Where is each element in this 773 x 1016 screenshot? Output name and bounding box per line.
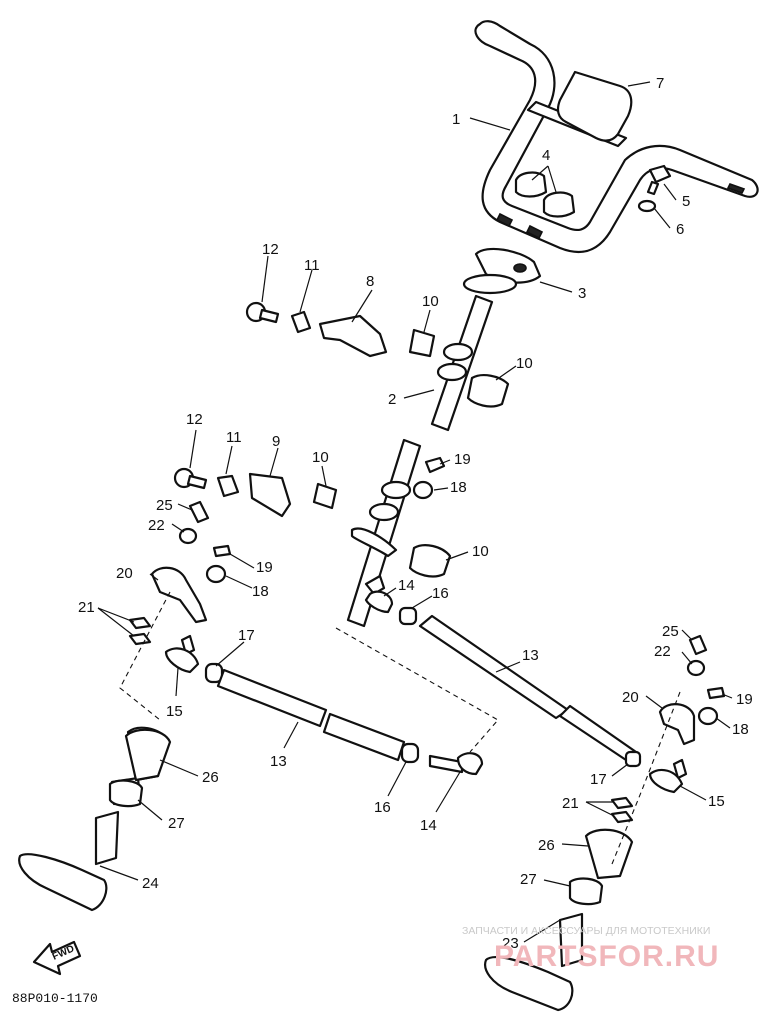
upper-bracket-3	[462, 247, 542, 295]
callout-22-b: 22	[654, 643, 671, 660]
watermark-logo: PARTSFOR.RU	[494, 940, 719, 973]
bushing-10-center	[408, 544, 452, 578]
callout-25-a: 25	[156, 497, 173, 514]
callout-10-d: 10	[312, 449, 329, 466]
leader-lines	[97, 81, 733, 943]
callout-20-a: 20	[116, 565, 133, 582]
nut-22-left	[178, 527, 198, 545]
bolt-25-right	[688, 634, 708, 656]
steering-column-lower	[346, 438, 422, 628]
steering-column-upper	[430, 294, 494, 432]
callout-12-b: 12	[186, 411, 203, 428]
holders	[514, 171, 576, 218]
pitman-arm-20-right	[658, 703, 696, 746]
callout-7: 7	[656, 75, 664, 92]
callout-22-a: 22	[148, 517, 165, 534]
callout-24: 24	[142, 875, 159, 892]
pin-19-left	[212, 544, 232, 558]
callout-18-b: 18	[252, 583, 269, 600]
assembly-line-left	[119, 591, 171, 721]
callout-19-b: 19	[256, 559, 273, 576]
callout-15-b: 15	[708, 793, 725, 810]
bushing-10-left	[312, 482, 338, 510]
watermark-tagline: ЗАПЧАСТИ И АКСЕССУАРЫ ДЛЯ МОТОТЕХНИКИ	[462, 925, 710, 937]
callout-13-a: 13	[522, 647, 539, 664]
callout-10-c: 10	[472, 543, 489, 560]
washer-6	[637, 199, 657, 213]
callout-14-a: 14	[398, 577, 415, 594]
callout-13-b: 13	[270, 753, 287, 770]
handlebar-cover	[556, 70, 633, 142]
collars-21-left	[128, 616, 152, 646]
collar-27-left	[108, 779, 144, 808]
callout-1: 1	[452, 111, 460, 128]
callout-4: 4	[542, 147, 550, 164]
nut-17-right	[624, 750, 642, 768]
nut-18-center	[412, 480, 434, 500]
callout-26-b: 26	[538, 837, 555, 854]
knuckle-23	[484, 912, 584, 1012]
boot-26-left	[124, 728, 172, 782]
nut-16-center	[398, 606, 418, 626]
callout-21-a: 21	[78, 599, 95, 616]
callout-23: 23	[502, 935, 519, 952]
nut-11-upper	[290, 310, 312, 334]
callout-19-c: 19	[736, 691, 753, 708]
bracket-9	[248, 472, 292, 518]
fwd-arrow: FWD	[32, 940, 82, 976]
callout-19-a: 19	[454, 451, 471, 468]
pitman-arm-20-left	[150, 566, 208, 624]
tie-rod-end-15-left	[164, 634, 200, 674]
callout-17-a: 17	[238, 627, 255, 644]
bushing-10-upper	[408, 328, 510, 408]
bolt-12-upper	[245, 301, 280, 324]
callout-3: 3	[578, 285, 586, 302]
bolt-12-lower	[173, 467, 208, 490]
callout-10-a: 10	[422, 293, 439, 310]
callout-18-c: 18	[732, 721, 749, 738]
callout-26-a: 26	[202, 769, 219, 786]
callout-6: 6	[676, 221, 684, 238]
nut-16-left	[400, 742, 420, 764]
clamp-8	[318, 314, 388, 358]
boot-26-right	[584, 828, 634, 880]
tie-rod-13-left	[216, 668, 406, 762]
collar-27-right	[568, 877, 604, 906]
callout-27-a: 27	[168, 815, 185, 832]
callout-12-a: 12	[262, 241, 279, 258]
callout-20-b: 20	[622, 689, 639, 706]
callout-5: 5	[682, 193, 690, 210]
callout-21-b: 21	[562, 795, 579, 812]
nut-18-left	[205, 564, 227, 584]
bolt-5	[646, 164, 672, 196]
callout-16-a: 16	[432, 585, 449, 602]
tie-rod-end-14-left	[428, 752, 484, 776]
callout-8: 8	[366, 273, 374, 290]
callout-16-b: 16	[374, 799, 391, 816]
nut-22-right	[686, 659, 706, 677]
nut-11-lower	[216, 474, 240, 498]
bolt-25-left	[188, 500, 210, 524]
callout-15-a: 15	[166, 703, 183, 720]
callout-9: 9	[272, 433, 280, 450]
callout-11-a: 11	[304, 257, 320, 274]
callout-18-a: 18	[450, 479, 467, 496]
tie-rod-13-right	[418, 614, 638, 762]
callout-10-b: 10	[516, 355, 533, 372]
pin-19-center	[424, 456, 446, 474]
callout-17-b: 17	[590, 771, 607, 788]
callout-25-b: 25	[662, 623, 679, 640]
nut-18-right	[697, 706, 719, 726]
callout-27-b: 27	[520, 871, 537, 888]
callout-14-b: 14	[420, 817, 437, 834]
tie-rod-end-15-right	[648, 758, 688, 794]
callout-labels: 1 2 3 4 5 6 7 8 9 10 10 10 10 11 11 12 1…	[78, 75, 753, 952]
callout-2: 2	[388, 391, 396, 408]
diagram-code: 88P010-1170	[12, 991, 98, 1006]
collars-21-right	[610, 796, 634, 824]
tie-rod-end-14-center	[364, 574, 394, 614]
pin-19-right	[706, 686, 726, 700]
callout-11-b: 11	[226, 429, 242, 446]
